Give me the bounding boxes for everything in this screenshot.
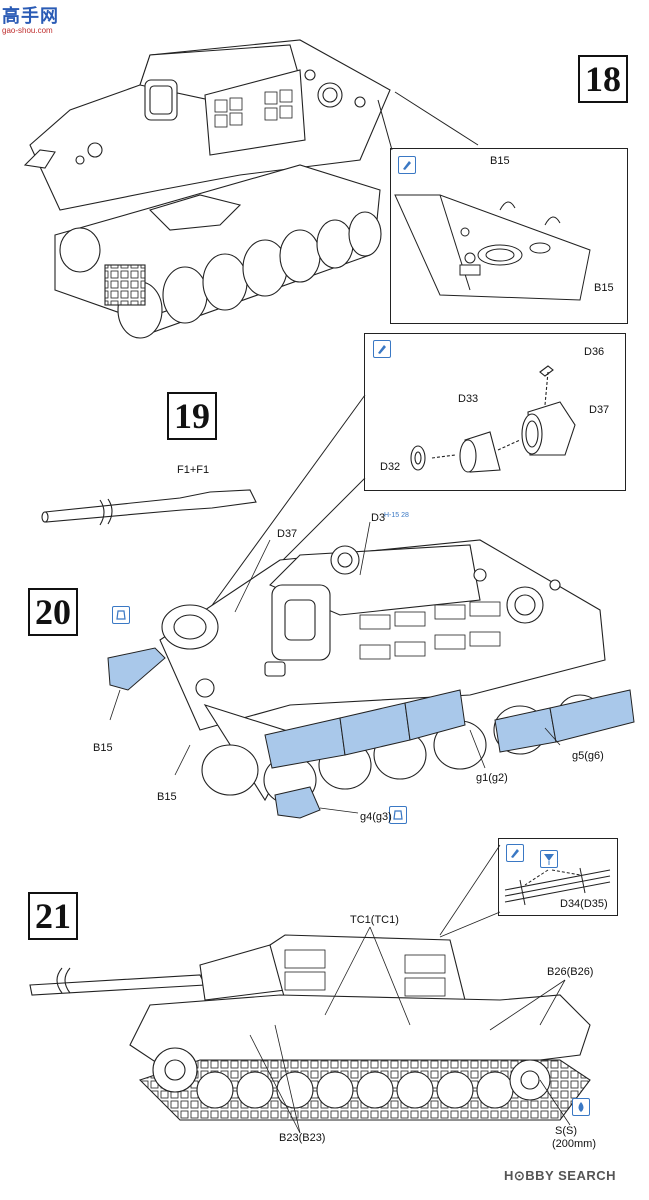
step-20-box: 20 xyxy=(28,588,78,636)
label-tc1: TC1(TC1) xyxy=(350,914,399,926)
footer-brand: H⊙BBY SEARCH xyxy=(504,1168,616,1183)
barrel-f1 xyxy=(41,489,257,526)
inset21-drawing xyxy=(504,867,611,906)
step20-tank xyxy=(159,539,606,805)
step18-lower-hull xyxy=(54,164,382,339)
label-f1: F1+F1 xyxy=(177,464,210,476)
label-d37-main: D37 xyxy=(277,528,298,540)
leaders-20 xyxy=(109,521,561,814)
label-d34: D34(D35) xyxy=(560,898,608,910)
label-d3-ref: H-15 28 xyxy=(384,512,409,519)
leader-21a xyxy=(439,844,501,936)
fold-icon-20b xyxy=(389,806,407,824)
highlight-fenders xyxy=(107,647,635,819)
label-b23: B23(B23) xyxy=(279,1132,326,1144)
leader-19a xyxy=(204,394,366,616)
step-21-box: 21 xyxy=(28,892,78,940)
glue-icon-19 xyxy=(373,340,391,358)
step-18-box: 18 xyxy=(578,55,628,103)
label-d32: D32 xyxy=(380,461,401,473)
label-g5: g5(g6) xyxy=(572,750,604,762)
watermark-logo: 高手网 gao-shou.com xyxy=(2,2,59,35)
cut-icon-21 xyxy=(540,850,558,868)
label-d36: D36 xyxy=(584,346,605,358)
drop-icon-21 xyxy=(572,1098,590,1116)
step-19-box: 19 xyxy=(167,392,217,440)
glue-icon-21 xyxy=(506,844,524,862)
leader-18a xyxy=(394,91,479,146)
leaders-21 xyxy=(249,926,571,1134)
label-b15-inset-bottom: B15 xyxy=(594,282,614,294)
label-g4: g4(g3) xyxy=(360,811,392,823)
label-b15-main-a: B15 xyxy=(93,742,113,754)
step21-tank-side xyxy=(29,934,591,1121)
label-g1: g1(g2) xyxy=(476,772,508,784)
label-s-length: (200mm) xyxy=(552,1138,597,1150)
label-b15-main-b: B15 xyxy=(157,791,177,803)
label-b26: B26(B26) xyxy=(547,966,594,978)
label-d37-inset: D37 xyxy=(589,404,610,416)
label-d33: D33 xyxy=(458,393,479,405)
glue-icon-18 xyxy=(398,156,416,174)
inset-step18 xyxy=(390,148,628,324)
label-b15-inset-top: B15 xyxy=(490,155,510,167)
watermark-title: 高手网 xyxy=(2,6,59,26)
fold-icon-20a xyxy=(112,606,130,624)
inset19-drawing xyxy=(410,365,576,473)
leader-21b xyxy=(439,911,501,938)
inset18-drawing xyxy=(394,194,591,301)
watermark-sub: gao-shou.com xyxy=(2,26,53,35)
inset-step21 xyxy=(498,838,618,916)
label-d3: D3 xyxy=(371,512,386,524)
leader-18b xyxy=(377,99,393,151)
inset-step19 xyxy=(364,333,626,491)
label-s: S(S) xyxy=(555,1125,577,1137)
